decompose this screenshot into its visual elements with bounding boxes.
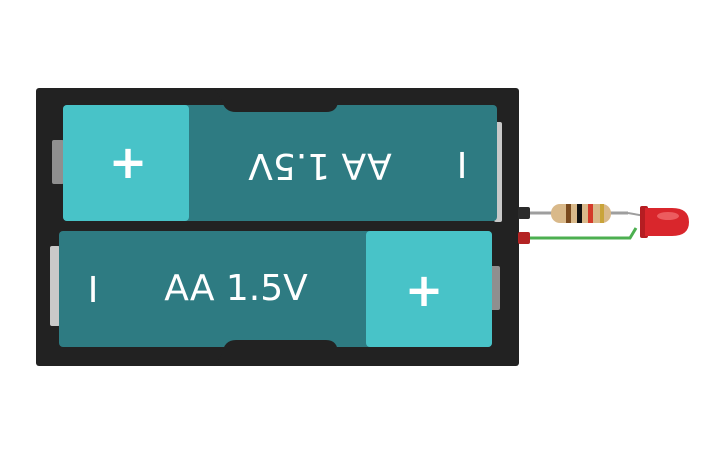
cell-bottom-label: AA 1.5V bbox=[164, 268, 308, 309]
resistor[interactable] bbox=[551, 204, 611, 223]
cell-top-plus-end bbox=[63, 105, 189, 221]
resistor-band-3 bbox=[588, 204, 593, 223]
battery-cell-bottom[interactable]: I AA 1.5V + bbox=[59, 231, 492, 347]
holder-clip-top-left bbox=[52, 140, 64, 184]
holder-notch-top bbox=[214, 88, 338, 112]
wire-red-to-led[interactable] bbox=[530, 227, 638, 240]
resistor-band-1 bbox=[566, 204, 571, 223]
resistor-band-2 bbox=[577, 204, 582, 223]
battery-cell-top[interactable]: + I AA 1.5V bbox=[63, 105, 497, 221]
black-terminal[interactable] bbox=[518, 207, 530, 219]
cell-bottom-minus-symbol: I bbox=[88, 270, 99, 311]
holder-clip-bottom-left bbox=[50, 246, 60, 326]
cell-top-plus-symbol: + bbox=[109, 135, 148, 189]
led-highlight bbox=[657, 212, 679, 220]
cell-top-minus-symbol: I bbox=[457, 146, 468, 187]
red-terminal[interactable] bbox=[518, 232, 530, 244]
resistor-band-4 bbox=[600, 204, 604, 223]
cell-bottom-plus-symbol: + bbox=[405, 263, 444, 317]
led[interactable] bbox=[640, 206, 689, 238]
cell-top-label: AA 1.5V bbox=[248, 145, 392, 186]
cell-bottom-plus-end bbox=[366, 231, 492, 347]
holder-notch-bottom bbox=[214, 340, 338, 366]
